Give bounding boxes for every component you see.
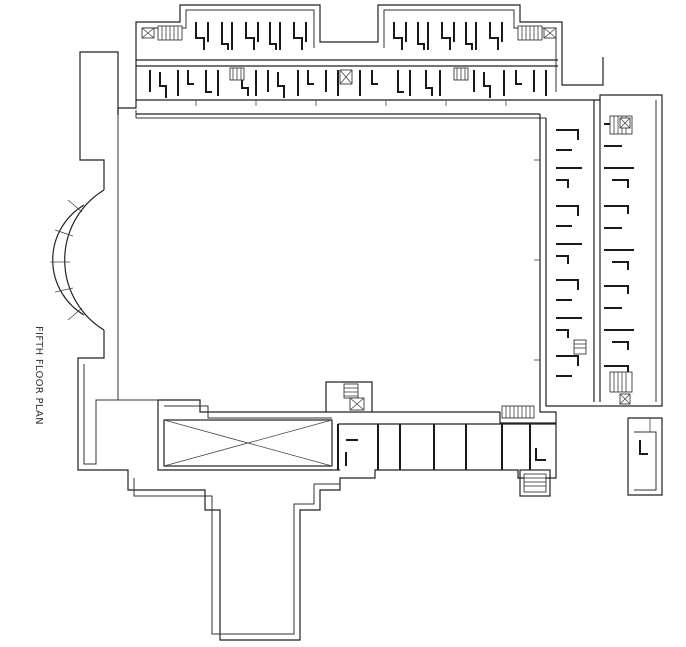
drawing-title: FIFTH FLOOR PLAN	[33, 326, 44, 425]
east-wing	[534, 94, 663, 496]
south-wing	[157, 381, 556, 497]
building-outline	[50, 51, 557, 641]
north-wing	[117, 4, 604, 119]
